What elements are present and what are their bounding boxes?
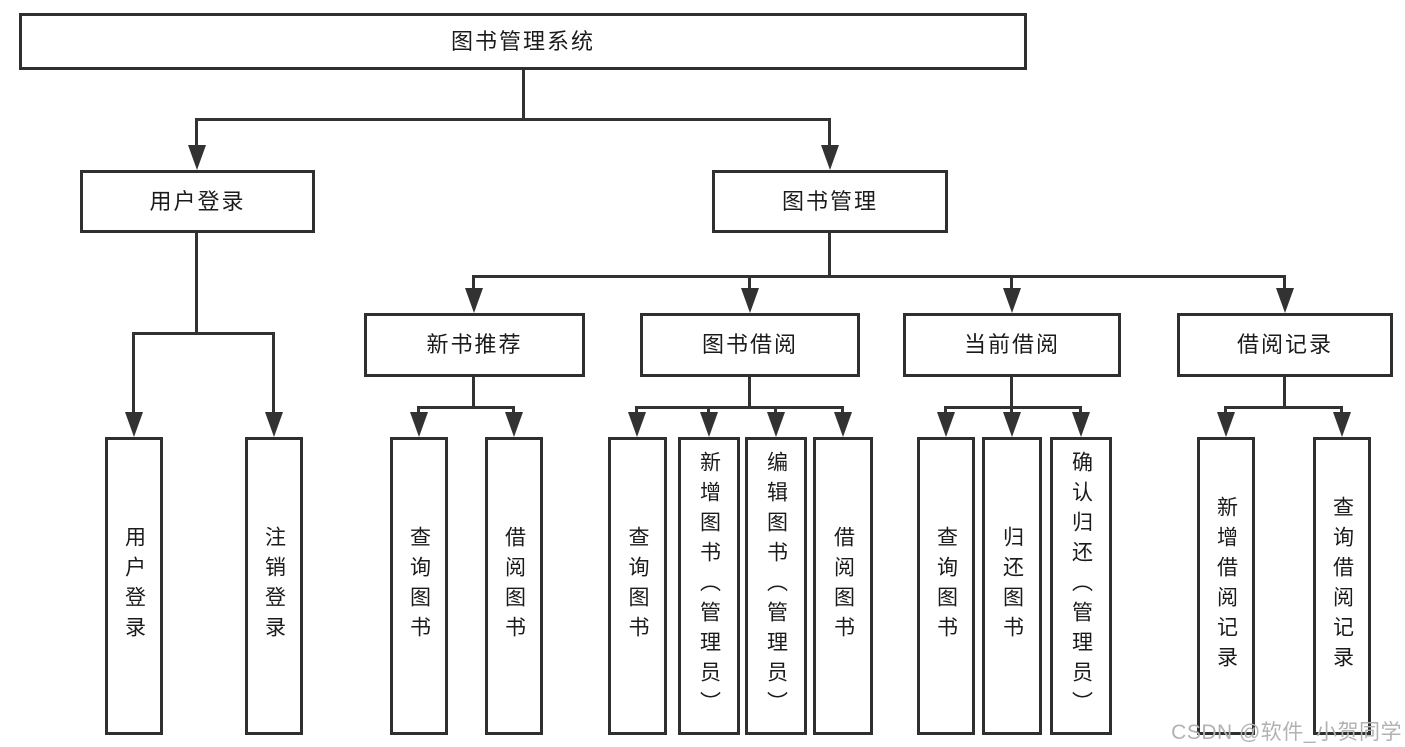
- leaf-confirm-return-admin-label: 确认归还（管理员）: [1069, 451, 1093, 721]
- arrowhead-to-borrow-books-2: [834, 412, 852, 437]
- arrowhead-to-leaf-user-login: [125, 412, 143, 437]
- connector-current-borrow-hbar: [944, 406, 1082, 409]
- leaf-return-book: 归还图书: [982, 437, 1042, 735]
- connector-to-book-management: [828, 118, 831, 147]
- leaf-borrow-books-1-label: 借阅图书: [502, 526, 526, 646]
- connector-to-query-books-3: [944, 406, 947, 414]
- connector-to-query-books-2: [635, 406, 638, 414]
- leaf-user-login-label: 用户登录: [122, 526, 146, 646]
- connector-to-borrow-books-2: [841, 406, 844, 414]
- connector-to-add-record: [1224, 406, 1227, 414]
- leaf-query-books-2-label: 查询图书: [626, 526, 649, 646]
- leaf-borrow-books-1: 借阅图书: [485, 437, 543, 735]
- connector-to-new-book: [472, 275, 475, 289]
- connector-to-user-login: [195, 118, 198, 147]
- arrowhead-to-add-book: [700, 412, 718, 437]
- arrowhead-to-user-login: [188, 145, 206, 170]
- connector-to-edit-book: [774, 406, 777, 414]
- leaf-add-borrow-record-label: 新增借阅记录: [1214, 496, 1238, 676]
- arrowhead-to-book-management: [821, 145, 839, 170]
- node-borrow-records: 借阅记录: [1177, 313, 1393, 377]
- connector-to-borrow-records: [1283, 275, 1286, 289]
- node-new-book-recommend: 新书推荐: [364, 313, 585, 377]
- connector-to-book-borrow: [748, 275, 751, 289]
- connector-root-hbar: [195, 118, 831, 121]
- arrowhead-to-leaf-logout: [265, 412, 283, 437]
- leaf-query-books-1-label: 查询图书: [407, 526, 431, 646]
- leaf-query-books-3-label: 查询图书: [934, 526, 958, 646]
- connector-to-confirm-return: [1079, 406, 1082, 414]
- connector-new-book-hbar: [417, 406, 515, 409]
- arrowhead-to-book-borrow: [741, 288, 759, 313]
- arrowhead-to-borrow-records: [1276, 288, 1294, 313]
- leaf-add-book-admin: 新增图书（管理员）: [678, 437, 740, 735]
- connector-book-borrow-hbar: [635, 406, 844, 409]
- connector-to-query-record: [1340, 406, 1343, 414]
- leaf-query-borrow-record: 查询借阅记录: [1313, 437, 1371, 735]
- arrowhead-to-query-books-3: [937, 412, 955, 437]
- node-current-borrow: 当前借阅: [903, 313, 1121, 377]
- connector-borrow-records-stem: [1283, 377, 1286, 408]
- connector-to-add-book: [707, 406, 710, 414]
- connector-new-book-stem: [472, 377, 475, 408]
- node-book-management-label: 图书管理: [781, 188, 878, 214]
- arrowhead-to-new-book: [465, 288, 483, 313]
- connector-to-leaf-logout: [272, 332, 275, 412]
- arrowhead-to-query-books-2: [628, 412, 646, 437]
- arrowhead-to-current-borrow: [1003, 288, 1021, 313]
- connector-to-current-borrow: [1010, 275, 1013, 289]
- arrowhead-to-confirm-return: [1072, 412, 1090, 437]
- arrowhead-to-add-record: [1217, 412, 1235, 437]
- leaf-query-borrow-record-label: 查询借阅记录: [1330, 496, 1354, 676]
- node-user-login: 用户登录: [80, 170, 315, 233]
- connector-to-borrow-books-1: [512, 406, 515, 414]
- node-book-borrow: 图书借阅: [640, 313, 860, 377]
- leaf-query-books-2: 查询图书: [608, 437, 667, 735]
- connector-to-query-books-1: [417, 406, 420, 414]
- node-book-borrow-label: 图书借阅: [701, 332, 798, 357]
- connector-current-borrow-stem: [1010, 377, 1013, 408]
- node-borrow-records-label: 借阅记录: [1236, 332, 1333, 357]
- connector-to-leaf-user-login: [132, 332, 135, 412]
- arrowhead-to-query-record: [1333, 412, 1351, 437]
- connector-user-login-stem: [195, 233, 198, 334]
- leaf-query-books-3: 查询图书: [917, 437, 975, 735]
- leaf-return-book-label: 归还图书: [1000, 526, 1024, 646]
- leaf-borrow-books-2: 借阅图书: [813, 437, 873, 735]
- node-new-book-recommend-label: 新书推荐: [426, 332, 523, 357]
- leaf-edit-book-admin-label: 编辑图书（管理员）: [764, 451, 788, 721]
- node-book-management: 图书管理: [712, 170, 948, 233]
- arrowhead-to-borrow-books-1: [505, 412, 523, 437]
- leaf-query-books-1: 查询图书: [390, 437, 448, 735]
- leaf-edit-book-admin: 编辑图书（管理员）: [745, 437, 807, 735]
- connector-book-borrow-stem: [748, 377, 751, 408]
- connector-book-management-hbar: [472, 275, 1286, 278]
- arrowhead-to-edit-book: [767, 412, 785, 437]
- leaf-confirm-return-admin: 确认归还（管理员）: [1050, 437, 1112, 735]
- watermark: CSDN @软件_小贺同学: [1171, 721, 1402, 744]
- node-user-login-label: 用户登录: [149, 188, 246, 214]
- node-current-borrow-label: 当前借阅: [963, 332, 1060, 357]
- leaf-add-book-admin-label: 新增图书（管理员）: [697, 451, 721, 721]
- node-root: 图书管理系统: [19, 13, 1027, 70]
- connector-user-login-hbar: [132, 332, 275, 335]
- connector-root-stem: [522, 70, 525, 120]
- leaf-add-borrow-record: 新增借阅记录: [1197, 437, 1255, 735]
- arrowhead-to-query-books-1: [410, 412, 428, 437]
- leaf-borrow-books-2-label: 借阅图书: [831, 526, 855, 646]
- node-root-label: 图书管理系统: [450, 28, 595, 54]
- leaf-logout-label: 注销登录: [262, 526, 286, 646]
- leaf-user-login: 用户登录: [105, 437, 163, 735]
- arrowhead-to-return-book: [1003, 412, 1021, 437]
- connector-book-management-stem: [828, 233, 831, 278]
- connector-to-return-book: [1010, 406, 1013, 414]
- connector-borrow-records-hbar: [1224, 406, 1343, 409]
- leaf-logout: 注销登录: [245, 437, 303, 735]
